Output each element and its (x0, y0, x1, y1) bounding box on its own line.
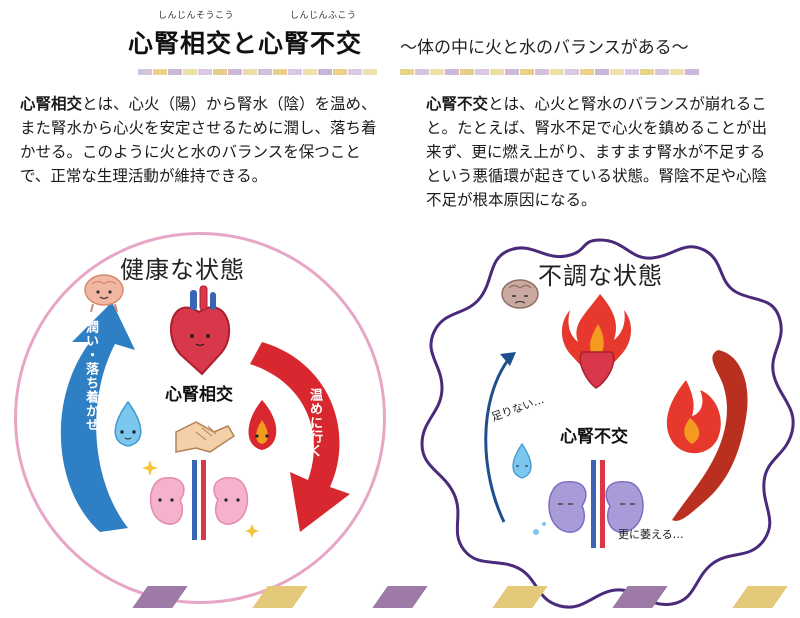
unhealthy-state-wavy-border (420, 238, 795, 609)
weaken-note: 更に萎える… (618, 528, 684, 541)
kidney-icon (149, 460, 249, 540)
moisten-arrow-label: 潤い・落ち着かせる (67, 320, 98, 432)
left-description: 心腎相交とは、心火（陽）から腎水（陰）を温め、また腎水から心火を安定させるために… (20, 92, 382, 188)
water-drop-icon (114, 400, 142, 447)
heart-organ-icon (169, 285, 231, 376)
kidney-icon-weak (548, 460, 644, 548)
handshake-icon (175, 421, 236, 453)
brain-icon-sad (501, 279, 539, 309)
heart-flame-icon (561, 294, 632, 389)
flame-icon (666, 380, 721, 454)
page-title: 心腎相交と心腎不交 (128, 29, 363, 58)
right-description: 心腎不交とは、心火と腎水のバランスが崩れること。たとえば、腎水不足で心火を鎮める… (426, 92, 780, 212)
sparkle-icon (142, 460, 259, 538)
unhealthy-state-title: 不調な状態 (538, 262, 663, 290)
left-description-term: 心腎相交 (20, 95, 83, 113)
fire-drop-icon (248, 400, 277, 450)
healthy-center-label: 心腎相交 (165, 385, 233, 405)
unhealthy-state-illustration (420, 238, 795, 609)
decorative-strip-right (400, 60, 700, 75)
right-description-term: 心腎不交 (426, 95, 489, 113)
warm-arrow-label: 温めに行く (307, 388, 322, 458)
dried-kidney-shape (672, 350, 748, 521)
healthy-state-title: 健康な状態 (120, 256, 245, 284)
water-drop-icon-weak (512, 442, 546, 535)
decorative-strip-left (138, 60, 378, 75)
right-description-body: とは、心火と腎水のバランスが崩れること。たとえば、腎水不足で心火を鎮めることが出… (426, 95, 768, 209)
moisten-arrow (60, 302, 135, 532)
title-ruby-sojou: しんじんそうこう (158, 11, 235, 21)
brain-icon-happy (84, 274, 124, 313)
warm-arrow (250, 342, 350, 532)
title-ruby-fukou: しんじんふこう (290, 11, 357, 21)
page-subtitle: ～体の中に火と水のバランスがある～ (400, 38, 689, 58)
unhealthy-center-label: 心腎不交 (560, 427, 628, 447)
rising-arrow (484, 359, 510, 523)
decorative-footer-bars (0, 586, 800, 608)
left-description-body: とは、心火（陽）から腎水（陰）を温め、また腎水から心火を安定させるために潤し、落… (20, 95, 377, 185)
healthy-state-illustration (60, 274, 350, 540)
